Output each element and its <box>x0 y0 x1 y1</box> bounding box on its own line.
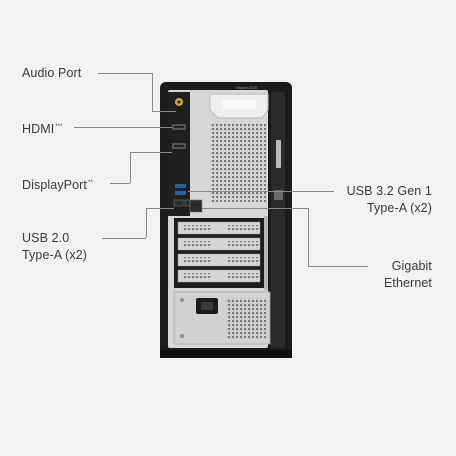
model-label: Inspiron 3030 <box>236 86 257 90</box>
label-ethernet: Gigabit Ethernet <box>383 259 432 290</box>
leader-usb2-h2 <box>146 208 174 209</box>
usb2-port-1 <box>173 199 184 207</box>
usb3-port-1 <box>175 184 186 188</box>
leader-usb2-h <box>102 238 146 239</box>
usb3-port-2 <box>175 191 186 195</box>
leader-audio-h2 <box>152 111 176 112</box>
leader-audio-v <box>152 73 153 111</box>
upper-vent-grille <box>210 124 266 202</box>
leader-audio-h <box>98 73 153 74</box>
label-usb32: USB 3.2 Gen 1 Type-A (x2) <box>346 184 432 215</box>
label-displayport: DisplayPort** <box>22 178 93 193</box>
ethernet-port <box>189 199 203 213</box>
label-usb2: USB 2.0 Type-A (x2) <box>22 231 88 262</box>
leader-dp-h <box>110 183 130 184</box>
power-supply <box>173 291 271 345</box>
leader-dp-v <box>130 152 131 183</box>
label-audio-port: Audio Port <box>22 66 82 80</box>
leader-dp-h2 <box>130 152 172 153</box>
leader-usb2-v <box>146 208 147 238</box>
leader-eth-h2 <box>308 266 368 267</box>
leader-usb32 <box>188 191 334 192</box>
label-hdmi: HDMI*** <box>22 122 63 137</box>
expansion-slots <box>174 216 268 290</box>
leader-hdmi <box>74 127 172 128</box>
leader-eth-v <box>308 208 309 266</box>
leader-eth-h <box>202 208 308 209</box>
